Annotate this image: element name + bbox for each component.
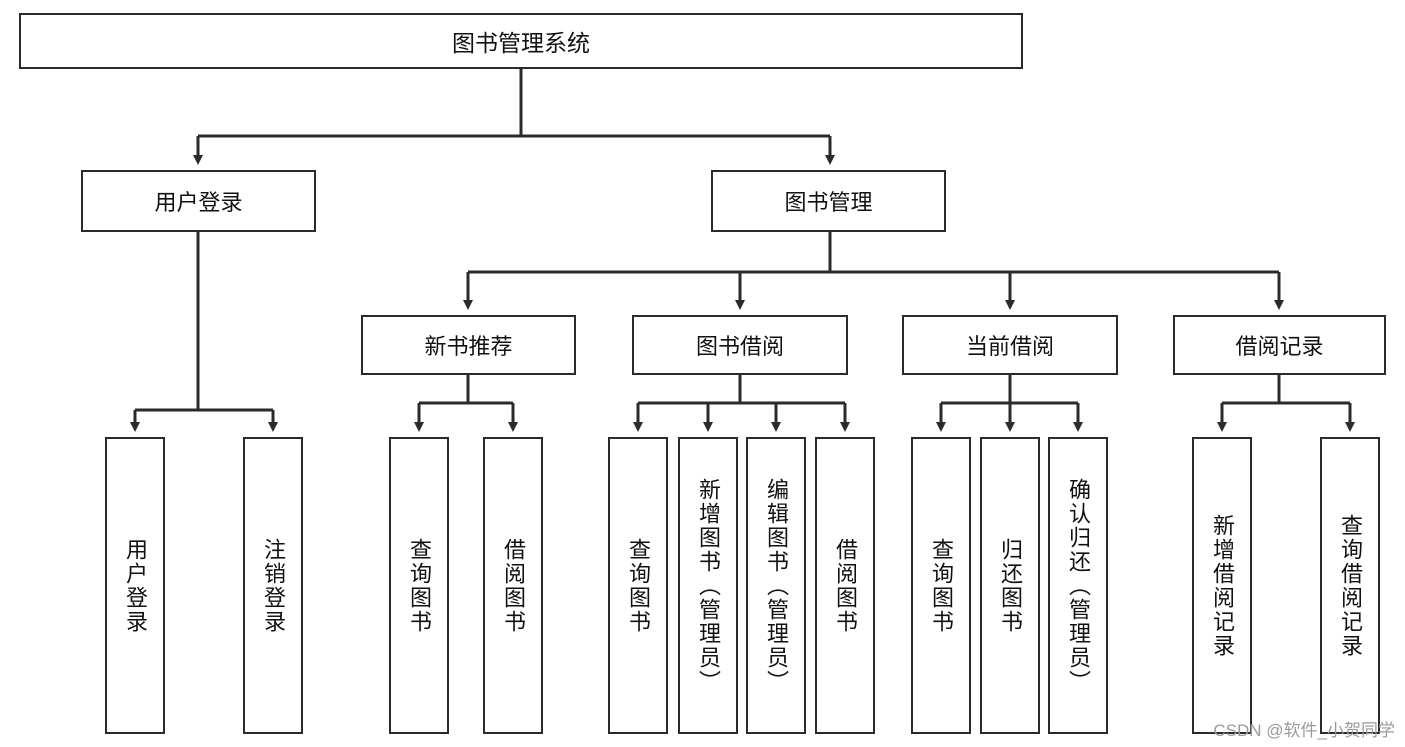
leaf-label: 用户登录: [123, 537, 148, 634]
node-current-borrow-label: 当前借阅: [965, 334, 1054, 359]
leaf-record-query[interactable]: 查询借阅记录: [1320, 437, 1380, 734]
leaf-label: 编辑图书（管理员）: [764, 477, 789, 694]
leaf-label: 查询图书: [407, 537, 432, 634]
node-book-management-label: 图书管理: [784, 190, 873, 215]
node-new-book-recommend[interactable]: 新书推荐: [361, 315, 576, 375]
leaf-new-book-query[interactable]: 查询图书: [389, 437, 449, 734]
node-user-login-label: 用户登录: [154, 190, 243, 215]
leaf-user-login-logout[interactable]: 注销登录: [243, 437, 303, 734]
leaf-label: 借阅图书: [501, 537, 526, 634]
node-book-borrow-label: 图书借阅: [695, 334, 784, 359]
leaf-label: 查询图书: [929, 537, 954, 634]
leaf-current-confirm-return-admin[interactable]: 确认归还（管理员）: [1048, 437, 1108, 734]
watermark: CSDN @软件_小贺同学: [1213, 721, 1395, 740]
leaf-current-query-book[interactable]: 查询图书: [911, 437, 971, 734]
leaf-borrow-query-book[interactable]: 查询图书: [608, 437, 668, 734]
node-root-label: 图书管理系统: [452, 30, 590, 56]
node-book-management[interactable]: 图书管理: [711, 170, 946, 232]
node-root[interactable]: 图书管理系统: [19, 13, 1023, 69]
node-borrow-record-label: 借阅记录: [1235, 334, 1324, 359]
leaf-label: 借阅图书: [833, 537, 858, 634]
leaf-label: 新增图书（管理员）: [696, 477, 721, 694]
leaf-borrow-add-book-admin[interactable]: 新增图书（管理员）: [678, 437, 738, 734]
node-borrow-record[interactable]: 借阅记录: [1173, 315, 1386, 375]
leaf-borrow-borrow-book[interactable]: 借阅图书: [815, 437, 875, 734]
leaf-label: 新增借阅记录: [1210, 513, 1235, 658]
leaf-label: 查询图书: [626, 537, 651, 634]
node-current-borrow[interactable]: 当前借阅: [902, 315, 1118, 375]
node-book-borrow[interactable]: 图书借阅: [632, 315, 848, 375]
leaf-label: 查询借阅记录: [1338, 513, 1363, 658]
leaf-user-login-login[interactable]: 用户登录: [105, 437, 165, 734]
leaf-new-book-borrow[interactable]: 借阅图书: [483, 437, 543, 734]
leaf-current-return-book[interactable]: 归还图书: [980, 437, 1040, 734]
node-new-book-recommend-label: 新书推荐: [424, 334, 513, 359]
node-user-login[interactable]: 用户登录: [81, 170, 316, 232]
leaf-borrow-edit-book-admin[interactable]: 编辑图书（管理员）: [746, 437, 806, 734]
leaf-label: 归还图书: [998, 537, 1023, 634]
leaf-label: 确认归还（管理员）: [1066, 477, 1091, 694]
leaf-label: 注销登录: [261, 537, 286, 634]
leaf-record-add[interactable]: 新增借阅记录: [1192, 437, 1252, 734]
